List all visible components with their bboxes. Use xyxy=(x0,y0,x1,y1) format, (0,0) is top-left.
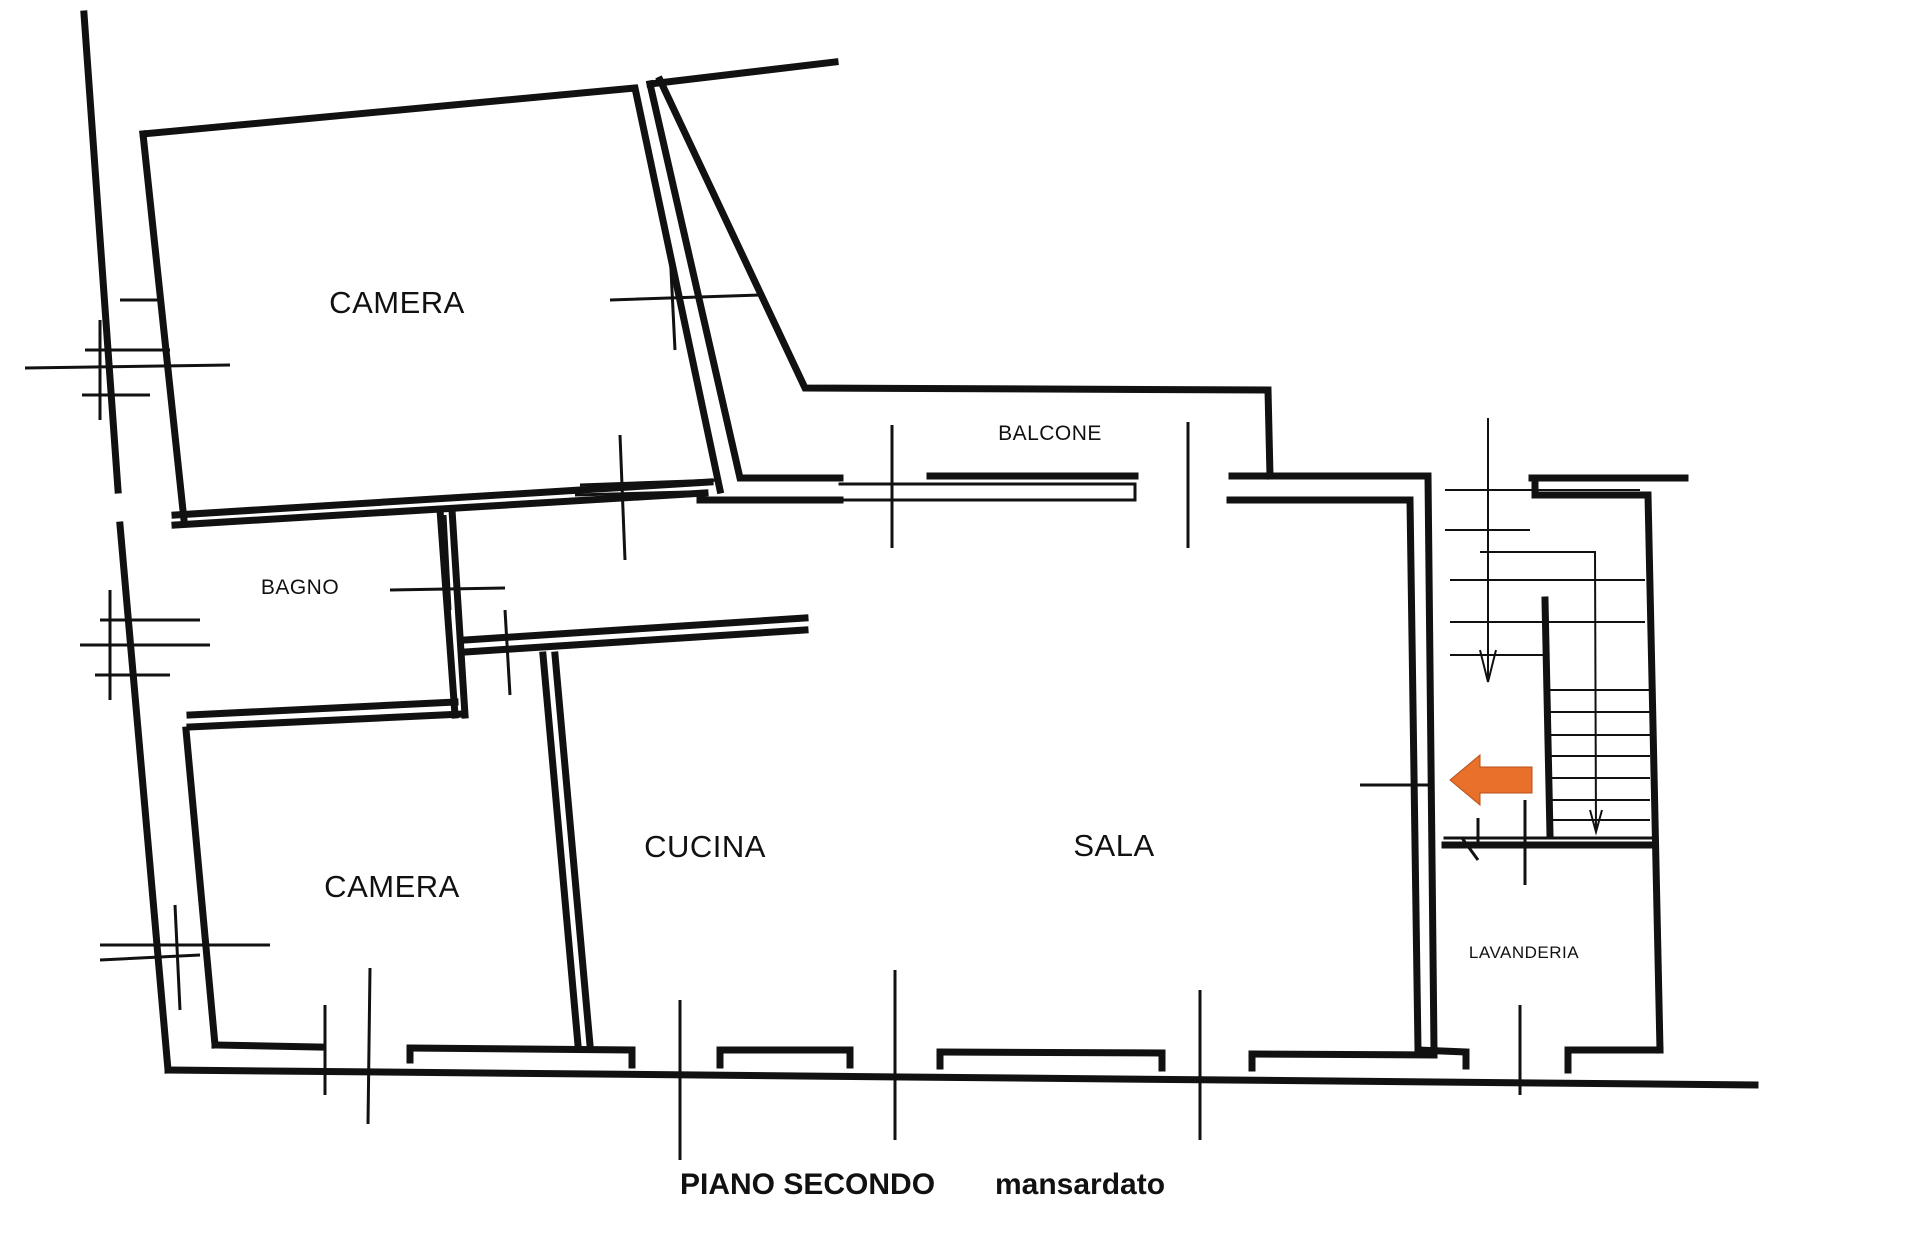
floor-title: PIANO SECONDO xyxy=(680,1168,936,1201)
room-label-cucina: CUCINA xyxy=(644,829,766,864)
room-label-camera-bottom: CAMERA xyxy=(324,869,460,904)
opening-ticks xyxy=(24,249,1527,1160)
room-label-lavanderia: LAVANDERIA xyxy=(1468,943,1580,962)
room-label-sala: SALA xyxy=(1073,828,1155,863)
stair-arrows xyxy=(1479,649,1603,836)
room-label-balcone: BALCONE xyxy=(998,422,1102,445)
stair-treads xyxy=(1445,418,1650,833)
floor-subtitle: mansardato xyxy=(995,1168,1166,1201)
room-label-bagno: BAGNO xyxy=(260,576,340,599)
room-label-camera-top: CAMERA xyxy=(329,285,465,320)
walls xyxy=(80,10,1759,1089)
arrow-left-icon xyxy=(1449,753,1533,807)
